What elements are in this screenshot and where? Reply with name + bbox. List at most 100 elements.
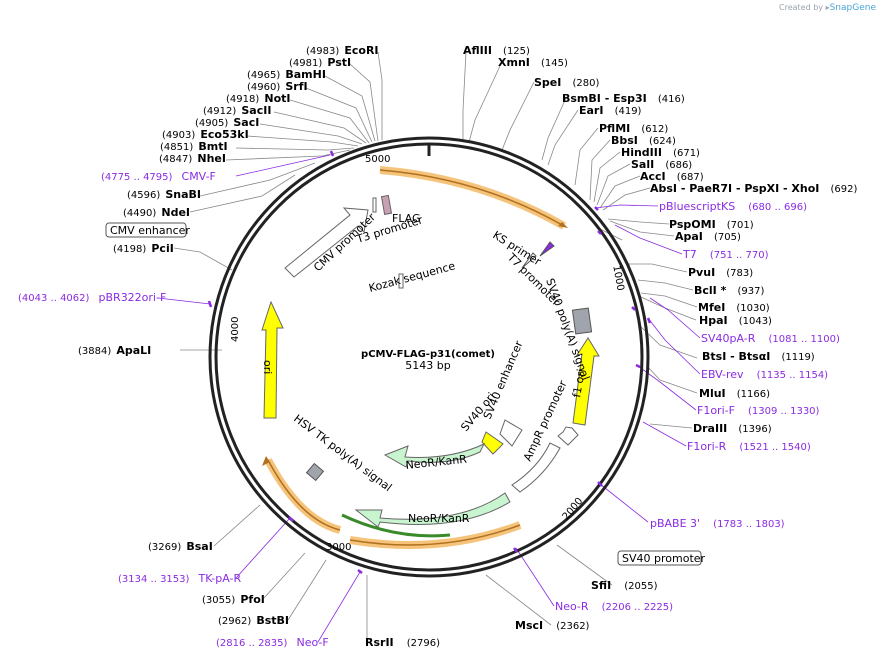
enzyme-bcli: BclI * (937) xyxy=(694,279,764,298)
plasmid-name: pCMV-FLAG-p31(comet) xyxy=(361,349,495,360)
label-neor-2: NeoR/KanR xyxy=(408,512,470,525)
enzyme-pflmi: PflMI (612) xyxy=(599,117,668,136)
t3-box xyxy=(372,197,377,213)
primer-ebv-rev: EBV-rev (1135 .. 1154) xyxy=(701,363,828,382)
ori-arrow xyxy=(261,300,284,419)
snapgene-credit: Created by ▸SnapGene xyxy=(779,3,876,13)
enzyme-saci: (4905) SacI xyxy=(195,111,259,130)
enzyme-noti: (4918) NotI xyxy=(226,87,290,106)
cmv-enhancer-box xyxy=(105,222,187,238)
enzyme-bsmbi: BsmBI - Esp3I (416) xyxy=(562,87,685,106)
enzyme-ndei: (4490) NdeI xyxy=(123,201,190,220)
primer-pbr322ori-f: (4043 .. 4062) pBR322ori-F xyxy=(18,286,166,305)
enzyme-sfii: SfiI (2055) xyxy=(591,574,658,593)
arc-left xyxy=(267,459,341,531)
ampr-arrow xyxy=(511,442,561,493)
neor-arrow-2 xyxy=(354,492,511,528)
enzyme-draiii: DraIII (1396) xyxy=(693,417,772,436)
label-neor-1: NeoR/KanR xyxy=(405,453,468,472)
f1-ori-arrow xyxy=(572,337,600,426)
primer-t7: T7 (751 .. 770) xyxy=(682,243,769,262)
kozak-box xyxy=(398,273,404,289)
arrowhead-top xyxy=(558,222,568,228)
t7-arrow xyxy=(521,252,537,269)
arc-bottom xyxy=(349,524,521,546)
enzyme-pcii: (4198) PciI xyxy=(113,237,174,256)
primer-marks xyxy=(207,150,652,574)
enzyme-rsrii: RsrII (2796) xyxy=(365,631,440,650)
enzyme-ecori: (4983) EcoRI xyxy=(306,39,379,58)
plasmid-length: 5143 bp xyxy=(405,359,450,372)
enzyme-afliii: AflIII (125) xyxy=(463,39,530,58)
arc-highlight-left xyxy=(264,458,342,534)
primer-neo-r: Neo-R (2206 .. 2225) xyxy=(555,595,673,614)
primer-f1ori-f: F1ori-F (1309 .. 1330) xyxy=(697,399,820,418)
enzyme-eari: EarI (419) xyxy=(579,99,642,118)
enzyme-srfi: (4960) SrfI xyxy=(247,75,308,94)
cmv-promoter-arrow xyxy=(284,207,369,278)
primer-labels: (4775 .. 4795) CMV-F (4043 .. 4062) pBR3… xyxy=(18,165,840,650)
enzyme-sali: SalI (686) xyxy=(631,153,692,172)
label-ori: ori xyxy=(261,360,274,374)
label-flag: FLAG xyxy=(392,212,421,225)
enzyme-labels: (4983) EcoRI (4981) PstI (4965) BamHI (4… xyxy=(78,39,857,650)
primer-sv40pa-r: SV40pA-R (1081 .. 1100) xyxy=(701,327,840,346)
enzyme-xmni: XmnI (145) xyxy=(498,51,568,70)
enzyme-mfei: MfeI (1030) xyxy=(698,296,770,315)
label-hsv-tk: HSV TK poly(A) signal xyxy=(291,412,394,494)
tick-3000: 3000 xyxy=(326,542,351,553)
tick-1000: 1000 xyxy=(610,265,625,292)
backbone-outer xyxy=(208,136,650,578)
enzyme-pspomi: PspOMI (701) xyxy=(669,213,754,232)
tick-4000: 4000 xyxy=(230,317,241,342)
enzyme-acci: AccI (687) xyxy=(640,165,704,184)
sv40-ori-box xyxy=(481,431,504,455)
primer-pbluescriptks: pBluescriptKS (680 .. 696) xyxy=(659,195,807,214)
sv40-promoter-box xyxy=(617,550,702,566)
enzyme-bsai: (3269) BsaI xyxy=(148,535,213,554)
enzyme-bbsi: BbsI (624) xyxy=(611,129,676,148)
enzyme-bmti: (4851) BmtI xyxy=(160,135,228,154)
sv40-enhancer-box xyxy=(499,419,523,447)
enzyme-btsi: BtsI - BtsαI (1119) xyxy=(702,345,815,364)
enzyme-snabi: (4596) SnaBI xyxy=(127,183,201,202)
arc-green xyxy=(341,513,451,538)
enzyme-apali: (3884) ApaLI xyxy=(78,339,151,358)
hsv-tk-box xyxy=(305,462,325,482)
tick-5000: 5000 xyxy=(365,154,390,165)
label-sv40-promoter: SV40 promoter xyxy=(622,552,706,565)
tick-2000: 2000 xyxy=(561,496,586,523)
arc-top xyxy=(379,169,565,227)
primer-pbabe3: pBABE 3' (1783 .. 1803) xyxy=(650,512,785,531)
enzyme-eco53ki: (4903) Eco53kI xyxy=(162,123,249,142)
flag-box xyxy=(380,194,393,215)
enzyme-spei: SpeI (280) xyxy=(534,71,599,90)
enzyme-psti: (4981) PstI xyxy=(289,51,351,70)
enzyme-mlui: MluI (1166) xyxy=(699,382,770,401)
label-cmv-enhancer: CMV enhancer xyxy=(110,224,190,237)
enzyme-bstbi: (2962) BstBI xyxy=(218,609,289,628)
neor-arrow-1 xyxy=(383,442,486,468)
arrowhead-left xyxy=(262,456,270,466)
label-f1-ori: f1 ori xyxy=(570,368,588,399)
snapgene-logo-icon: ▸ xyxy=(825,3,830,12)
enzyme-hindiii: HindIII (671) xyxy=(621,141,700,160)
enzyme-absi: AbsI - PaeR7I - PspXI - XhoI (692) xyxy=(650,177,857,196)
ks-primer-arrow xyxy=(539,241,555,257)
primer-f1ori-r: F1ori-R (1521 .. 1540) xyxy=(687,435,811,454)
label-kozak: Kozak sequence xyxy=(367,259,456,295)
enzyme-hpai: HpaI (1043) xyxy=(699,309,772,328)
enzyme-apai: ApaI (705) xyxy=(675,225,741,244)
primer-cmv-f: (4775 .. 4795) CMV-F xyxy=(101,165,216,184)
enzyme-bamhi: (4965) BamHI xyxy=(247,63,326,82)
enzyme-nhei: (4847) NheI xyxy=(159,147,226,166)
enzyme-sacii: (4912) SacII xyxy=(203,99,271,118)
ampr-promoter-arrow xyxy=(557,426,579,446)
enzyme-pvui: PvuI (783) xyxy=(688,261,753,280)
primer-neo-f: (2816 .. 2835) Neo-F xyxy=(216,631,329,650)
leader-lines xyxy=(157,51,701,643)
sv40-polya-box xyxy=(571,307,593,335)
enzyme-msci: MscI (2362) xyxy=(515,614,590,633)
enzyme-pfoi: (3055) PfoI xyxy=(202,588,265,607)
